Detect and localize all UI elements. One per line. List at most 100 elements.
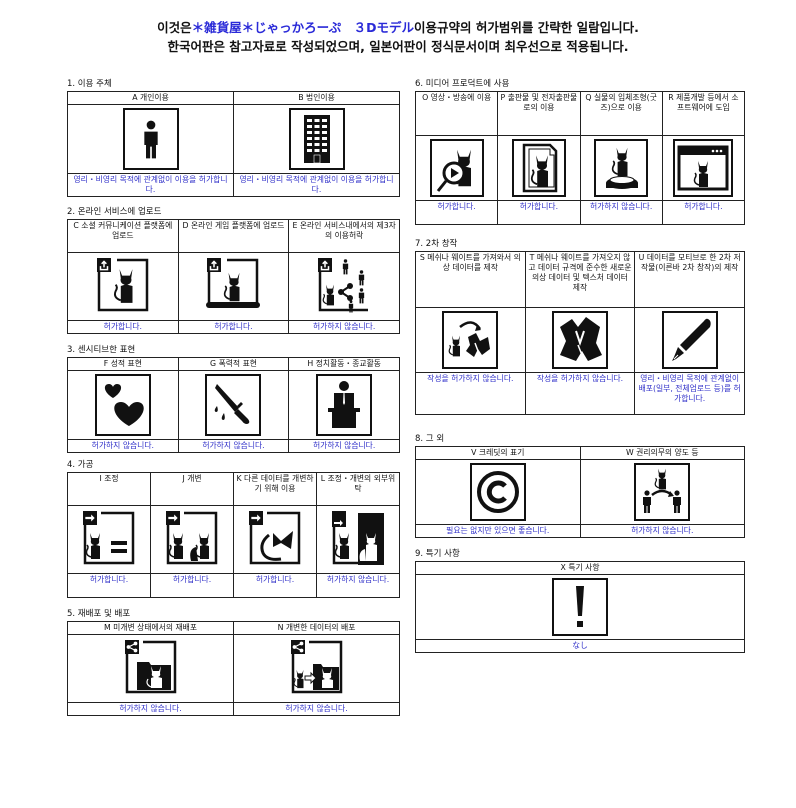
section-media-product: 6. 미디어 프로덕트에 사용 O 영상・방송에 이용 P 출판물 및 전자출판… bbox=[414, 78, 746, 225]
item-label: M 미개변 상태에서의 재배포 bbox=[67, 621, 234, 635]
modify-icon bbox=[164, 511, 220, 569]
section-sensitive-expression: 3. 센시티브한 표현 F 성적 표현 G 폭력적 표현 H 정치활동・종교활동 bbox=[67, 344, 400, 453]
item-label: N 개변한 데이터의 배포 bbox=[233, 621, 400, 635]
title-line-2: 한국어판은 참고자료로 작성되었으며, 일본어판이 정식문서이며 최우선으로 적… bbox=[167, 39, 629, 54]
page-title: 이것은＊雑貨屋＊じゃっかろーぷ ３Dモデル이용규약의 허가범위를 간략한 일람입… bbox=[0, 18, 796, 56]
permission-result: 허가합니다. bbox=[661, 200, 746, 225]
knife-icon bbox=[205, 374, 262, 436]
item-label: V 크레딧의 표기 bbox=[415, 446, 581, 460]
permission-table: M 미개변 상태에서의 재배포 N 개변한 데이터의 배포 허가하지 않습니다. bbox=[67, 621, 400, 716]
permission-table: I 조정 J 개변 K 다른 데이터를 개변하기 위해 이용 L 조정・개변의 … bbox=[67, 472, 400, 598]
item-label: J 개변 bbox=[150, 472, 234, 506]
section-title: 7. 2차 창작 bbox=[415, 239, 458, 249]
adjust-icon bbox=[81, 511, 137, 569]
permission-table: A 개인이용 B 법인이용 영리・비영리 목적에 관계없이 이용을 허가합니다. bbox=[67, 91, 400, 197]
permission-result: 허가하지 않습니다. bbox=[288, 320, 400, 334]
section-title: 3. 센시티브한 표현 bbox=[67, 345, 136, 355]
section-redistribution: 5. 재배포 및 배포 M 미개변 상태에서의 재배포 N 개변한 데이터의 배… bbox=[67, 608, 400, 716]
item-label: W 권리의무의 양도 등 bbox=[579, 446, 745, 460]
item-label: Q 실물의 입체조형(굿즈)으로 이용 bbox=[579, 91, 663, 136]
permission-result: 허가하지 않습니다. bbox=[316, 573, 400, 598]
section-title: 1. 이용 주체 bbox=[67, 79, 112, 89]
permission-table: F 성적 표현 G 폭력적 표현 H 정치활동・종교활동 bbox=[67, 357, 400, 453]
permission-result: 허가합니다. bbox=[67, 320, 179, 334]
permission-table: C 소셜 커뮤니케이션 플랫폼에 업로드 D 온라인 게임 플랫폼에 업로드 E… bbox=[67, 219, 400, 334]
title-line-1: 이것은＊雑貨屋＊じゃっかろーぷ ３Dモデル이용규약의 허가범위를 간략한 일람입… bbox=[157, 20, 639, 35]
permission-table: X 특기 사항 なし bbox=[415, 561, 745, 653]
parts-icon bbox=[247, 511, 303, 569]
item-label: S 메쉬나 웨이트를 가져와서 의상 데이터를 제작 bbox=[415, 251, 526, 308]
transfer-icon bbox=[634, 463, 691, 521]
permission-result: 허가하지 않습니다. bbox=[67, 439, 179, 453]
upload-share-icon bbox=[316, 258, 372, 316]
section-title: 6. 미디어 프로덕트에 사용 bbox=[415, 79, 510, 89]
item-label: O 영상・방송에 이용 bbox=[414, 91, 499, 136]
clothing-from-mesh-icon bbox=[442, 311, 499, 369]
item-label: U 데이터를 모티브로 한 2차 저작물(이른바 2차 창작)의 제작 bbox=[634, 251, 745, 308]
upload-social-icon bbox=[95, 258, 151, 316]
exclamation-icon bbox=[552, 578, 608, 636]
permission-table: S 메쉬나 웨이트를 가져와서 의상 데이터를 제작 T 메쉬나 웨이트를 가져… bbox=[415, 251, 745, 415]
permission-result: なし bbox=[415, 639, 745, 653]
item-label: A 개인이용 bbox=[67, 91, 234, 105]
permission-table: V 크레딧의 표기 W 권리의무의 양도 등 필요는 없지만 있으면 좋습니다.… bbox=[415, 446, 745, 538]
section-title: 8. 그 외 bbox=[415, 434, 445, 444]
permission-result: 허가합니다. bbox=[150, 573, 234, 598]
item-label: P 출판물 및 전자출판물로의 이용 bbox=[497, 91, 581, 136]
permission-result: 작성을 허가하지 않습니다. bbox=[415, 372, 526, 415]
permission-result: 허가합니다. bbox=[497, 200, 581, 225]
person-icon bbox=[122, 108, 179, 170]
section-title: 5. 재배포 및 배포 bbox=[67, 609, 131, 619]
copyright-icon bbox=[469, 463, 526, 521]
permission-result: 허가하지 않습니다. bbox=[177, 439, 290, 453]
item-label: F 성적 표현 bbox=[67, 357, 179, 371]
permission-result: 허가합니다. bbox=[177, 320, 290, 334]
item-label: I 조정 bbox=[67, 472, 151, 506]
permission-result: 허가하지 않습니다. bbox=[579, 200, 663, 225]
item-label: R 제품개발 등에서 소프트웨어에 도입 bbox=[661, 91, 746, 136]
section-special-notes: 9. 특기 사항 X 특기 사항 なし bbox=[415, 548, 745, 653]
permission-result: 허가하지 않습니다. bbox=[67, 702, 234, 716]
section-title: 2. 온라인 서비스에 업로드 bbox=[67, 207, 162, 217]
item-label: D 온라인 게임 플랫폼에 업로드 bbox=[177, 219, 290, 253]
permission-result: 허가합니다. bbox=[414, 200, 499, 225]
item-label: E 온라인 서비스내에서의 제3자의 이용허락 bbox=[288, 219, 400, 253]
outsource-icon bbox=[330, 511, 386, 569]
permission-result: 영리・비영리 목적에 관계없이 이용을 허가합니다. bbox=[233, 173, 400, 197]
podium-icon bbox=[316, 374, 373, 436]
item-label: G 폭력적 표현 bbox=[177, 357, 290, 371]
section-other: 8. 그 외 V 크레딧의 표기 W 권리의무의 양도 등 필요는 없지만 있으… bbox=[415, 433, 745, 538]
section-usage-subject: 1. 이용 주체 A 개인이용 B 법인이용 영리・비영리 목 bbox=[67, 78, 400, 197]
permission-table: O 영상・방송에 이용 P 출판물 및 전자출판물로의 이용 Q 실물의 입체조… bbox=[414, 91, 746, 225]
distribute-modified-icon bbox=[289, 640, 345, 698]
permission-result: 허가하지 않습니다. bbox=[288, 439, 400, 453]
section-title: 4. 가공 bbox=[67, 460, 94, 470]
item-label: X 특기 사항 bbox=[415, 561, 745, 575]
permission-result: 허가합니다. bbox=[67, 573, 151, 598]
permission-result: 허가하지 않습니다. bbox=[579, 524, 745, 538]
software-icon bbox=[673, 139, 734, 197]
pen-icon bbox=[661, 311, 718, 369]
building-icon bbox=[288, 108, 345, 170]
permission-result: 허가하지 않습니다. bbox=[233, 702, 400, 716]
item-label: C 소셜 커뮤니케이션 플랫폼에 업로드 bbox=[67, 219, 179, 253]
clothing-icon bbox=[551, 311, 608, 369]
permission-result: 작성을 허가하지 않습니다. bbox=[524, 372, 636, 415]
section-title: 9. 특기 사항 bbox=[415, 549, 460, 559]
permission-result: 영리・비영리 목적에 관계없이 배포(일부, 전체업로드 등)를 허가합니다. bbox=[634, 372, 745, 415]
permission-result: 필요는 없지만 있으면 좋습니다. bbox=[415, 524, 581, 538]
publication-icon bbox=[511, 139, 566, 197]
item-label: B 법인이용 bbox=[233, 91, 400, 105]
video-icon bbox=[429, 139, 484, 197]
item-label: H 정치활동・종교활동 bbox=[288, 357, 400, 371]
item-label: L 조정・개변의 외부위탁 bbox=[316, 472, 400, 506]
section-processing: 4. 가공 I 조정 J 개변 K 다른 데이터를 개변하기 위해 이용 L 조… bbox=[67, 459, 400, 598]
hearts-icon bbox=[94, 374, 151, 436]
permission-result: 허가합니다. bbox=[233, 573, 317, 598]
figure-icon bbox=[594, 139, 649, 197]
redistribute-icon bbox=[123, 640, 179, 698]
brand-name: ＊雑貨屋＊じゃっかろーぷ ３Dモデル bbox=[191, 20, 415, 35]
section-derivative-work: 7. 2차 창작 S 메쉬나 웨이트를 가져와서 의상 데이터를 제작 T 메쉬… bbox=[415, 238, 745, 415]
item-label: T 메쉬나 웨이트를 가져오지 않고 데이터 규격에 준수한 새로운 의상 데이… bbox=[524, 251, 636, 308]
permission-result: 영리・비영리 목적에 관계없이 이용을 허가합니다. bbox=[67, 173, 234, 197]
